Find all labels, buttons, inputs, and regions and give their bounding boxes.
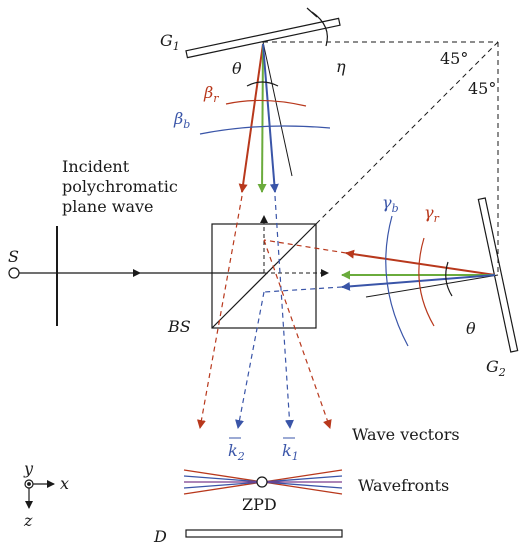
incident-beam (8, 226, 264, 326)
label-theta-right: θ (466, 319, 476, 338)
label-beta-b: βb (173, 109, 190, 131)
dashed-rays (196, 195, 347, 429)
label-incident-line1: Incident (62, 157, 130, 176)
label-g2: G2 (486, 357, 506, 379)
label-eta: η (336, 57, 346, 76)
angle-arcs-g2 (385, 215, 453, 347)
zpd-marker (256, 476, 268, 488)
label-beam-splitter: BS (167, 317, 191, 336)
label-angle-45-top: 45° (440, 49, 468, 68)
label-incident-line2: polychromatic (62, 177, 178, 196)
label-detector: D (153, 527, 167, 546)
label-g1: G1 (160, 31, 180, 53)
label-axis-x: x (60, 474, 69, 493)
label-theta-top: θ (232, 59, 242, 78)
label-source: S (8, 247, 19, 266)
label-gamma-b: γb (382, 193, 399, 215)
internal-dashed-arrows (260, 215, 329, 277)
label-axis-z: z (23, 511, 33, 530)
label-beta-r: βr (203, 83, 219, 105)
label-wave-vectors: Wave vectors (352, 425, 460, 444)
source-marker (8, 267, 20, 279)
label-gamma-r: γr (424, 203, 440, 225)
label-angle-45-right: 45° (468, 79, 496, 98)
arm1-beams (238, 43, 279, 193)
construction-lines (263, 41, 499, 275)
label-axis-y: y (23, 459, 34, 478)
label-zpd: ZPD (242, 495, 277, 514)
coordinate-axes (24, 479, 55, 509)
grating-g1 (185, 17, 341, 59)
label-k2: k2 (228, 441, 245, 463)
label-incident-line3: plane wave (62, 197, 154, 216)
detector-plate (185, 529, 343, 538)
wavefronts-graphic (183, 469, 343, 495)
label-wavefronts: Wavefronts (358, 476, 449, 495)
angle-arcs-g1 (199, 81, 331, 135)
normal-lines (262, 41, 499, 298)
eta-rotation (306, 7, 328, 47)
label-k1: k1 (282, 441, 299, 463)
